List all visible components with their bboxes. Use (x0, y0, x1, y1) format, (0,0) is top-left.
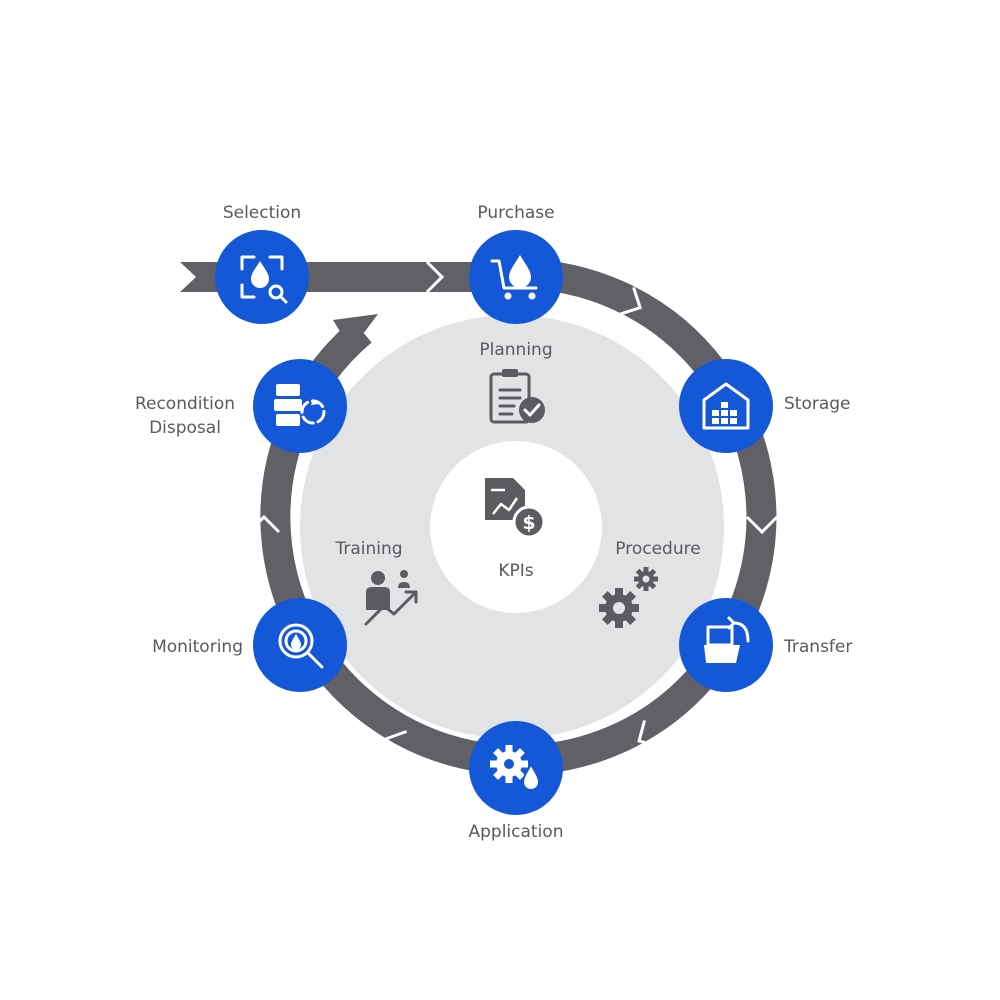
svg-text:$: $ (522, 512, 535, 534)
node-recondition (253, 359, 347, 453)
node-transfer (679, 598, 773, 692)
barrels-recycle-icon (274, 384, 326, 426)
warehouse-icon (702, 382, 750, 430)
chevron-ring-4 (384, 729, 408, 760)
chevron-entry (425, 260, 445, 294)
direction-chevrons (247, 260, 779, 760)
label-disposal: Disposal (149, 418, 221, 438)
ring-arrowhead (333, 314, 378, 350)
label-transfer: Transfer (783, 637, 852, 657)
trainer-growth-icon (364, 570, 418, 626)
chevron-ring-2 (745, 515, 779, 535)
node-storage (679, 359, 773, 453)
label-application: Application (469, 822, 564, 842)
label-purchase: Purchase (477, 203, 554, 223)
gear-drop-icon (490, 745, 541, 791)
label-training: Training (334, 539, 402, 559)
node-selection (215, 230, 309, 324)
label-planning: Planning (479, 340, 552, 360)
chevron-ring-5 (247, 514, 281, 534)
drop-cart-icon (490, 255, 538, 300)
drop-search-frame-icon (240, 255, 288, 304)
label-procedure: Procedure (615, 539, 700, 559)
transfer-container-icon (704, 616, 750, 663)
report-dollar-icon: $ (485, 478, 546, 539)
node-purchase (469, 230, 563, 324)
gears-icon (599, 567, 658, 628)
label-storage: Storage (784, 394, 851, 414)
chevron-ring-1 (619, 286, 643, 316)
magnifier-drop-icon (278, 623, 324, 669)
label-recondition: Recondition (135, 394, 235, 414)
node-application (469, 721, 563, 815)
clipboard-check-icon (489, 369, 545, 424)
label-selection: Selection (223, 203, 301, 223)
node-monitoring (253, 598, 347, 692)
label-monitoring: Monitoring (152, 637, 243, 657)
chevron-ring-3 (637, 720, 660, 748)
label-kpis: KPIs (498, 561, 533, 581)
